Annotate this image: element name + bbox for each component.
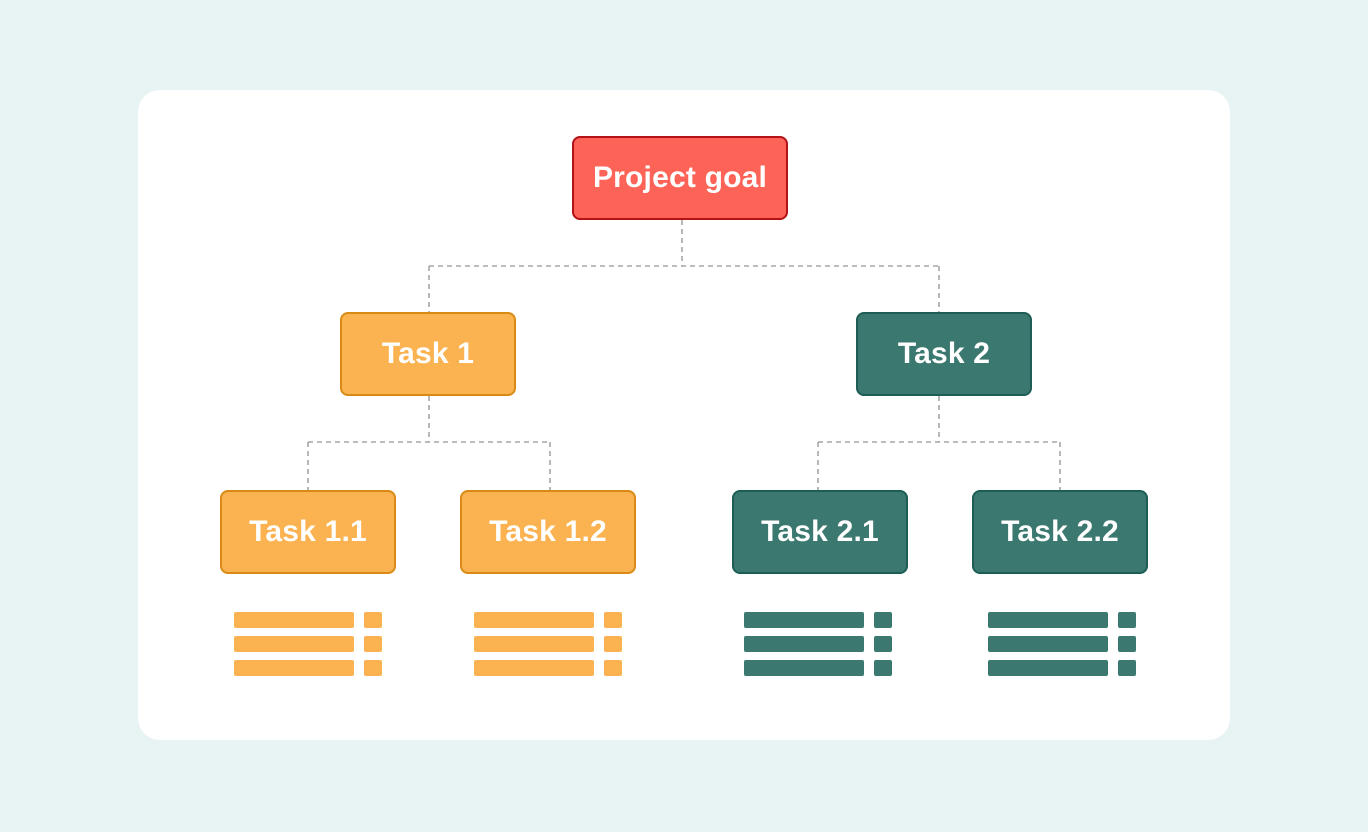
- list-marker: [874, 660, 892, 676]
- task-1-2-label: Task 1.2: [489, 515, 607, 548]
- list-line: [744, 612, 864, 628]
- list-line: [234, 660, 354, 676]
- list-line: [474, 612, 594, 628]
- list-marker: [874, 612, 892, 628]
- list-line: [988, 636, 1108, 652]
- task-2-1-node: Task 2.1: [732, 490, 908, 574]
- list-marker: [1118, 636, 1136, 652]
- list-line: [744, 636, 864, 652]
- list-marker: [874, 636, 892, 652]
- task-1-2-node: Task 1.2: [460, 490, 636, 574]
- list-line: [988, 660, 1108, 676]
- task-2-2-label: Task 2.2: [1001, 515, 1119, 548]
- list-marker: [364, 660, 382, 676]
- list-marker: [364, 612, 382, 628]
- task-1-1-node: Task 1.1: [220, 490, 396, 574]
- list-line: [474, 636, 594, 652]
- task-1-label: Task 1: [381, 337, 475, 370]
- task-2-label: Task 2: [897, 337, 991, 370]
- list-marker: [1118, 660, 1136, 676]
- task-1-node: Task 1: [340, 312, 516, 396]
- list-marker: [604, 612, 622, 628]
- task-2-2-node: Task 2.2: [972, 490, 1148, 574]
- task-2-node: Task 2: [856, 312, 1032, 396]
- list-marker: [604, 636, 622, 652]
- list-line: [988, 612, 1108, 628]
- list-line: [474, 660, 594, 676]
- task-1-1-list: [234, 612, 382, 678]
- task-2-2-list: [988, 612, 1136, 678]
- task-2-1-list: [744, 612, 892, 678]
- project-goal-label: Project goal: [592, 161, 768, 194]
- task-1-2-list: [474, 612, 622, 678]
- list-marker: [1118, 612, 1136, 628]
- list-marker: [604, 660, 622, 676]
- list-line: [234, 612, 354, 628]
- task-1-1-label: Task 1.1: [249, 515, 367, 548]
- list-line: [234, 636, 354, 652]
- list-line: [744, 660, 864, 676]
- project-goal-node: Project goal: [572, 136, 788, 220]
- list-marker: [364, 636, 382, 652]
- task-2-1-label: Task 2.1: [761, 515, 879, 548]
